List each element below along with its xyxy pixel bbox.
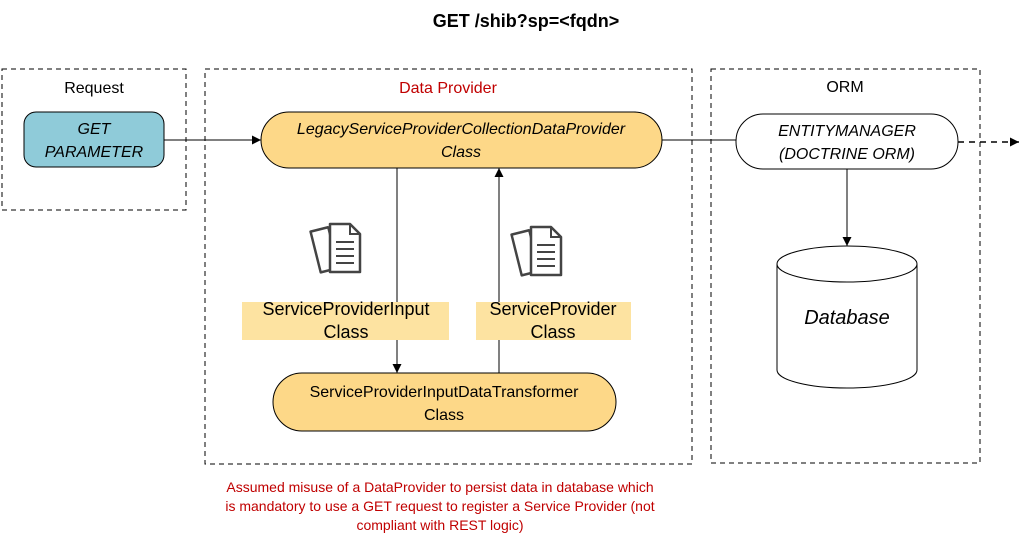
legacy-provider-label-line1: LegacyServiceProviderCollectionDataProvi…: [297, 121, 626, 138]
input-class-label-band: [242, 302, 449, 340]
orm-group: [710, 68, 981, 464]
data-provider-group-label: Data Provider: [399, 80, 497, 97]
legacy-provider-node: [260, 111, 663, 169]
legacy-provider-label-line2: Class: [441, 144, 481, 161]
transformer-label-line2: Class: [424, 407, 464, 424]
entity-manager-label-line1: ENTITYMANAGER: [778, 123, 916, 140]
get-parameter-label-line1: GET: [78, 121, 112, 138]
database-label: Database: [804, 307, 890, 329]
diagram-title: GET /shib?sp=<fqdn>: [433, 11, 620, 31]
data-provider-group: [204, 68, 693, 465]
request-group-label: Request: [64, 80, 124, 97]
entity-manager-label-line2: (DOCTRINE ORM): [779, 146, 915, 163]
transformer-node: [272, 372, 617, 432]
orm-group-label: ORM: [826, 79, 863, 96]
get-parameter-node: [23, 111, 165, 168]
transformer-label-line1: ServiceProviderInputDataTransformer: [310, 384, 580, 401]
provider-class-label-band: [476, 302, 631, 340]
get-parameter-label-line2: PARAMETER: [45, 144, 144, 161]
input-class-label-line2: Class: [323, 322, 368, 342]
note-line1: Assumed misuse of a DataProvider to pers…: [226, 479, 653, 495]
database-node: [776, 245, 918, 389]
documents-icon: [510, 225, 563, 277]
provider-class-label-line2: Class: [530, 322, 575, 342]
provider-class-label-line1: ServiceProvider: [489, 299, 616, 319]
input-class-label-line1: ServiceProviderInput: [262, 299, 429, 319]
note-line3: compliant with REST logic): [356, 517, 523, 533]
documents-icon: [309, 222, 362, 274]
entity-manager-node: [735, 113, 959, 170]
note-line2: is mandatory to use a GET request to reg…: [225, 498, 654, 514]
